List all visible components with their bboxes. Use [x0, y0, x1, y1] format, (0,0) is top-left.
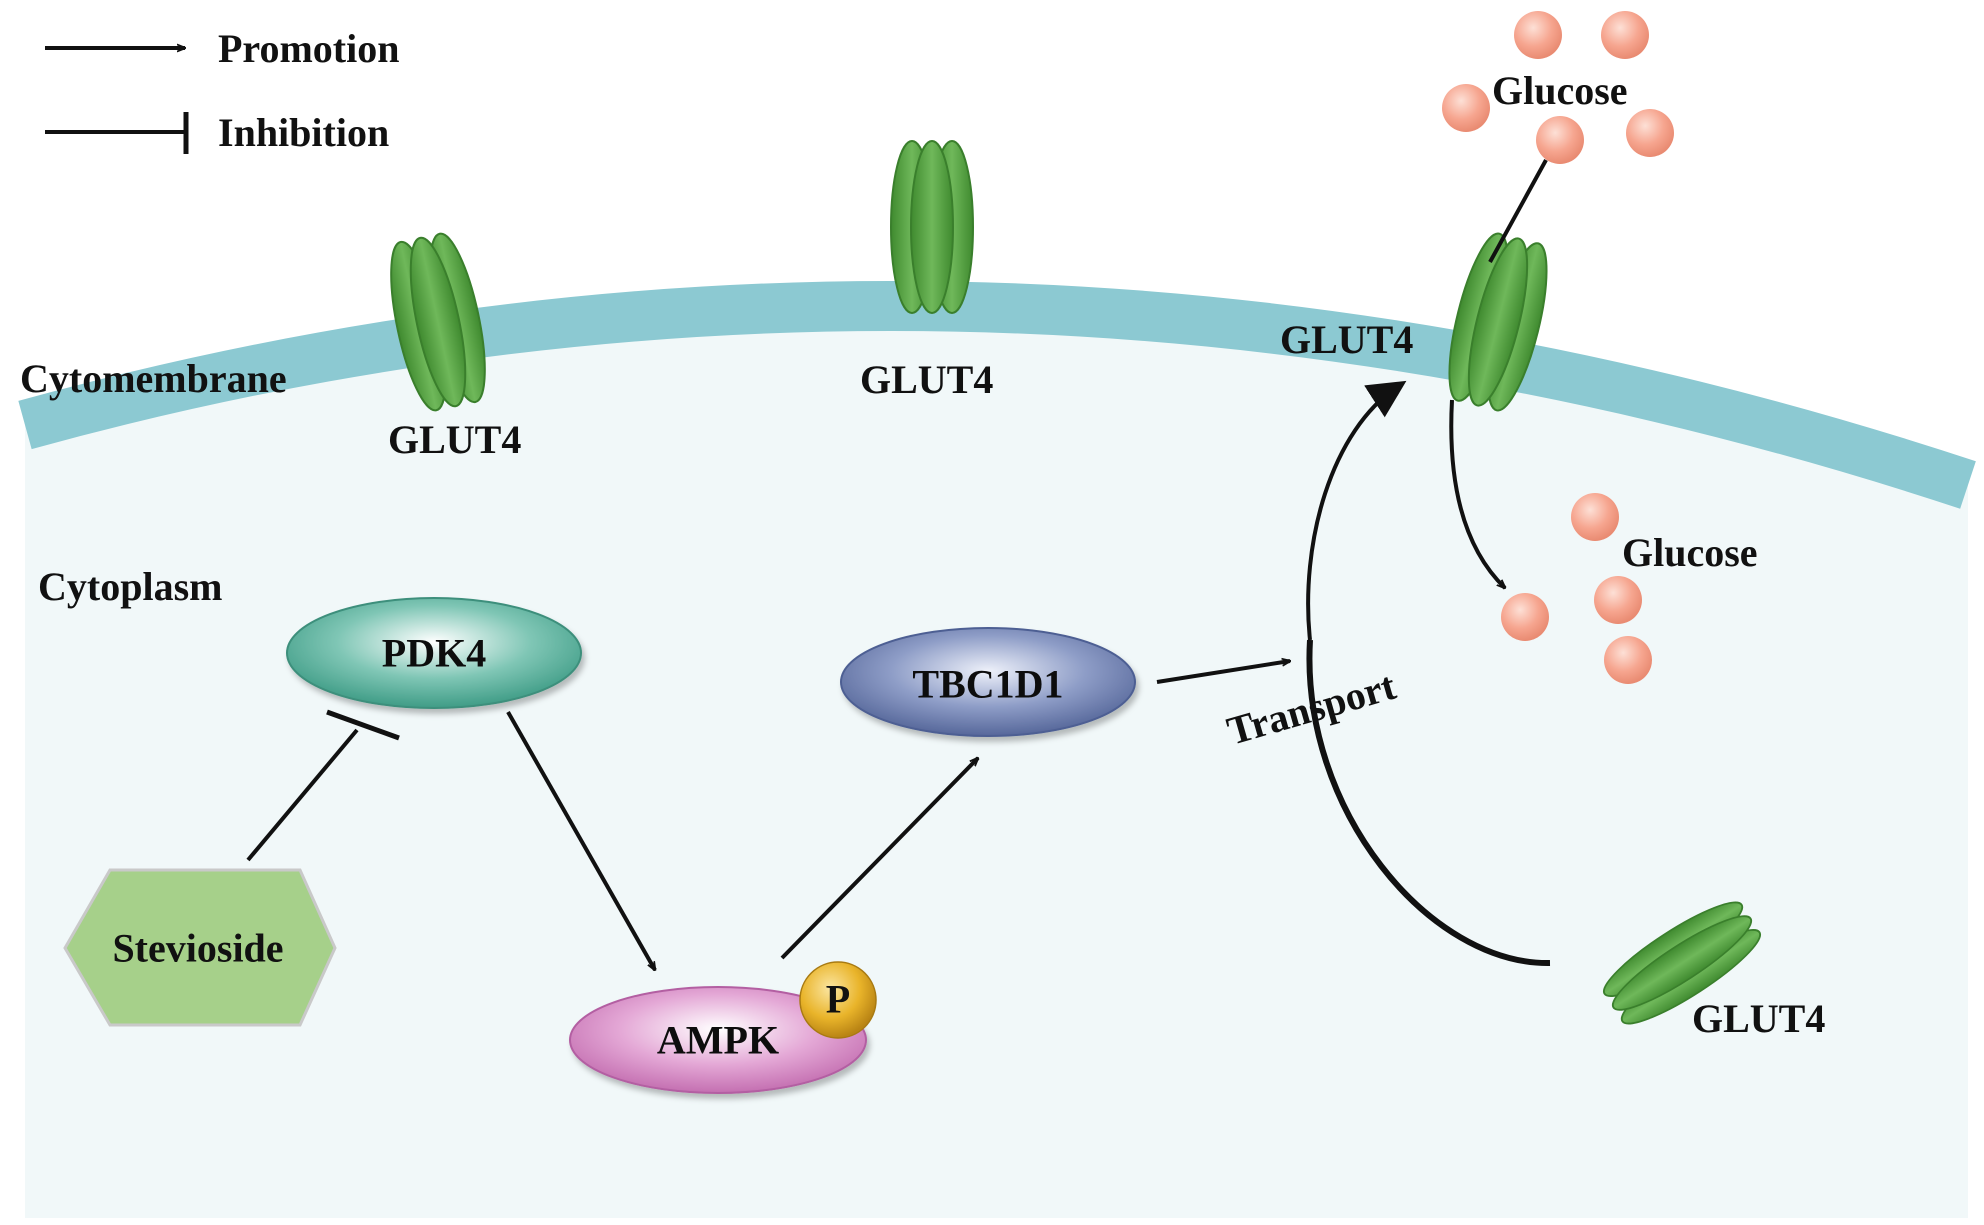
stevioside-label: Stevioside — [112, 926, 283, 971]
promotion-arrow-ampk-tbc1d1 — [780, 758, 978, 960]
inhibition-bar — [326, 709, 400, 741]
glucose-inside — [1501, 493, 1652, 684]
ampk-label: AMPK — [657, 1018, 779, 1063]
tbc1d1-node: TBC1D1 — [840, 627, 1136, 737]
glucose-entry-line — [1488, 159, 1548, 263]
phosphate-node: P — [799, 961, 877, 1039]
stevioside-node: Stevioside — [63, 868, 337, 1027]
ampk-node: AMPK — [569, 986, 867, 1094]
promotion-legend-label: Promotion — [218, 26, 399, 71]
glucose-label: Glucose — [1492, 68, 1628, 113]
glut4-label: GLUT4 — [1692, 996, 1825, 1041]
glucose-outside — [1442, 11, 1674, 164]
pdk4-label: PDK4 — [382, 631, 486, 676]
glut4-label: GLUT4 — [860, 357, 993, 402]
glucose-label: Glucose — [1622, 530, 1758, 575]
promotion-arrow-pdk4-ampk — [506, 711, 657, 970]
cytomembrane-label: Cytomembrane — [20, 356, 287, 401]
transport-arc — [1306, 380, 1407, 641]
glut4-label: GLUT4 — [1280, 317, 1413, 362]
cytoplasm-region — [25, 305, 1968, 1218]
glucose-release-arrow — [1449, 399, 1505, 588]
glut4-label: GLUT4 — [388, 417, 521, 462]
transport-arc — [1306, 639, 1551, 967]
cytoplasm-label: Cytoplasm — [38, 564, 222, 609]
glut4-transporter-center — [890, 140, 974, 314]
pdk4-node: PDK4 — [286, 597, 582, 709]
cytomembrane-band — [18, 280, 1976, 509]
promotion-arrow-tbc1d1-transport — [1156, 661, 1290, 684]
legend: Promotion Inhibition — [45, 26, 399, 155]
phosphate-label: P — [826, 977, 850, 1022]
inhibition-arrow-stevioside-pdk4 — [246, 728, 359, 862]
inhibition-legend-label: Inhibition — [218, 110, 389, 155]
tbc1d1-label: TBC1D1 — [912, 662, 1063, 707]
